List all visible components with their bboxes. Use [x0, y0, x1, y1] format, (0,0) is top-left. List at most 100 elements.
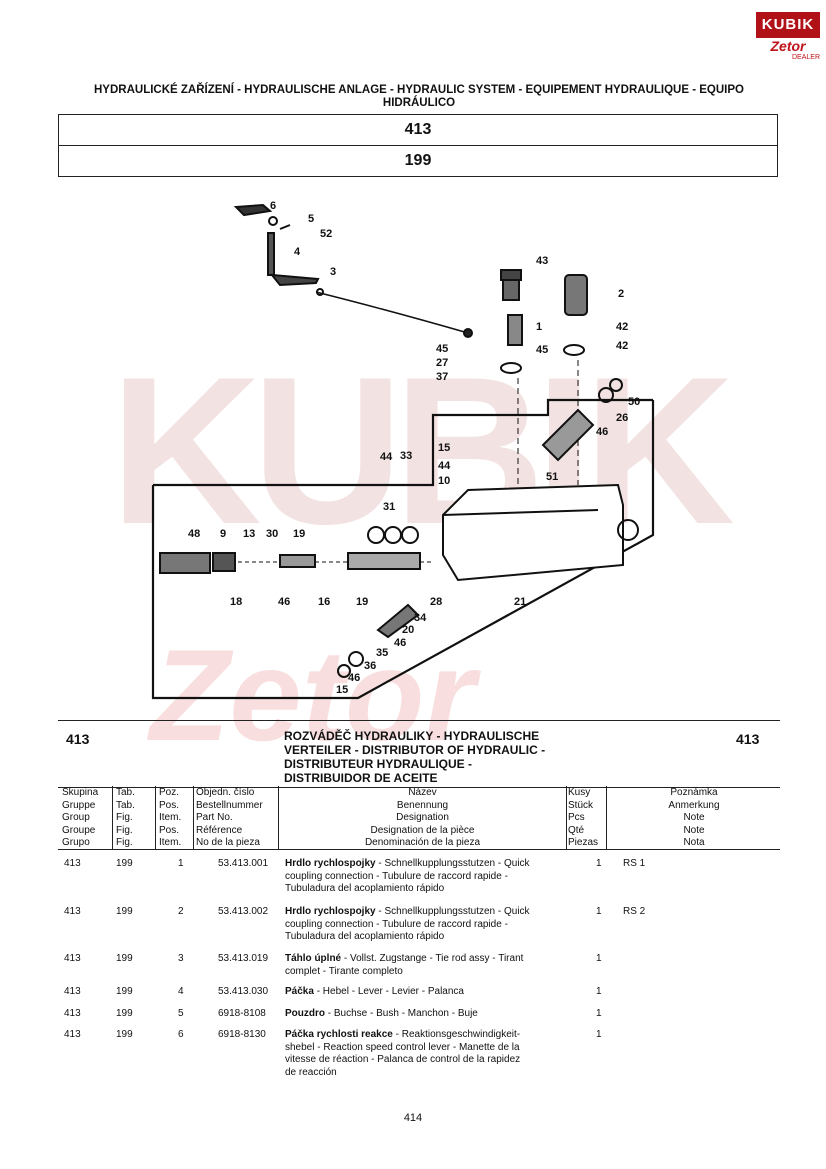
cell-description: Pouzdro - Buchse - Bush - Manchon - Buje [285, 1008, 575, 1021]
callout-26: 26 [58, 185, 70, 188]
col-group-label: Group [62, 812, 90, 824]
page-title: HYDRAULICKÉ ZAŘÍZENÍ - HYDRAULISCHE ANLA… [58, 84, 780, 110]
callout-45: 45 [536, 344, 548, 356]
col-tab-label: Tab. [116, 787, 135, 798]
col-divider [112, 786, 113, 849]
callout-46: 46 [394, 637, 406, 649]
col-divider [278, 786, 279, 849]
col-qty-label: Kusy [568, 787, 591, 798]
cell-group: 413 [64, 953, 81, 964]
col-pos-label: Pos. [159, 799, 180, 811]
table-number: 199 [404, 152, 432, 169]
page-title-line1: HYDRAULICKÉ ZAŘÍZENÍ - HYDRAULISCHE ANLA… [94, 84, 744, 96]
col-group-label: Grupo [62, 837, 90, 849]
col-group-label: Skupina [62, 787, 99, 798]
col-pos-label: Item. [159, 812, 182, 824]
col-pos: Poz. Pos. Item. Pos. Item. [159, 787, 181, 850]
col-pos-label: Poz. [159, 787, 180, 798]
group-number-box: 413 [58, 114, 778, 146]
col-tab-label: Fig. [116, 837, 133, 849]
callout-46: 46 [596, 426, 608, 438]
part-name-bold: Pouzdro [285, 1008, 325, 1019]
desc-line: Hrdlo rychlospojky - Schnellkupplungsstu… [285, 858, 530, 869]
callout-37: 37 [436, 371, 448, 383]
callout-4: 4 [294, 246, 301, 258]
cell-pos: 5 [178, 1008, 184, 1019]
cell-description: Hrdlo rychlospojky - Schnellkupplungsstu… [285, 906, 575, 944]
cell-pos: 3 [178, 953, 184, 964]
col-note-label: Note [683, 812, 705, 824]
part-name-bold: Páčka rychlosti reakce [285, 1029, 393, 1040]
callout-18: 18 [230, 596, 242, 608]
col-part-label: No de la pieza [196, 837, 260, 849]
col-name: Název Benennung Designation Designation … [280, 787, 565, 850]
callout-10: 10 [438, 475, 450, 487]
callout-19: 19 [356, 596, 368, 608]
callout-51: 51 [546, 471, 558, 483]
col-part-label: Part No. [196, 812, 233, 824]
callout-26: 26 [616, 412, 628, 424]
callout-46: 46 [348, 672, 360, 684]
desc-line: shebel - Reaction speed control lever - … [285, 1041, 520, 1053]
col-note-label: Anmerkung [668, 799, 720, 811]
col-qty-label: Pcs [568, 812, 585, 824]
desc-line: vitesse de réaction - Palanca de control… [285, 1054, 521, 1065]
cell-tab: 199 [116, 953, 133, 964]
callout-46: 46 [278, 596, 290, 608]
col-divider [606, 786, 607, 849]
col-group: Skupina Gruppe Group Groupe Grupo [62, 787, 98, 850]
callout-16: 16 [318, 596, 330, 608]
callout-9: 9 [220, 528, 226, 540]
col-tab-label: Tab. [116, 799, 135, 811]
cell-part: 53.413.030 [218, 986, 269, 997]
cell-pos: 4 [178, 986, 184, 997]
callout-21: 21 [514, 596, 526, 608]
col-qty-label: Stück [568, 799, 594, 811]
cell-qty: 1 [596, 1029, 602, 1040]
section-header: 413 ROZVÁDĚČ HYDRAULIKY - HYDRAULISCHE V… [58, 720, 780, 788]
callout-2: 2 [618, 288, 624, 300]
callout-36: 36 [364, 660, 376, 672]
logo-dealer: DEALER [791, 54, 820, 61]
col-divider [193, 786, 194, 849]
cell-group: 413 [64, 1008, 81, 1019]
col-note-label: Note [683, 824, 705, 836]
callout-50: 50 [628, 396, 640, 408]
cell-pos: 2 [178, 906, 184, 917]
logo-zetor: Zetor [770, 38, 806, 54]
table-number-box: 199 [58, 146, 778, 177]
cell-part: 53.413.019 [218, 953, 269, 964]
section-name-line: VERTEILER - DISTRIBUTOR OF HYDRAULIC - [284, 743, 546, 757]
cell-tab: 199 [116, 906, 133, 917]
col-note: Poznámka Anmerkung Note Note Nota [610, 787, 778, 850]
group-number: 413 [404, 121, 432, 138]
callout-35: 35 [376, 647, 388, 659]
column-headers: Skupina Gruppe Group Groupe Grupo Tab. T… [58, 786, 780, 850]
callout-27: 27 [436, 357, 448, 369]
desc-line: Tubuladura del acoplamiento rápido [285, 931, 445, 942]
col-note-label: Nota [683, 837, 705, 849]
cell-pos: 1 [178, 858, 184, 869]
callout-5: 5 [308, 213, 314, 225]
col-tab-label: Fig. [116, 812, 133, 824]
callout-28: 28 [430, 596, 442, 608]
callout-42: 42 [616, 340, 628, 352]
cell-qty: 1 [596, 858, 602, 869]
callout-15: 15 [438, 442, 450, 454]
section-name-line: ROZVÁDĚČ HYDRAULIKY - HYDRAULISCHE [284, 729, 540, 743]
callout-44: 44 [438, 460, 451, 472]
cell-qty: 1 [596, 906, 602, 917]
section-name: ROZVÁDĚČ HYDRAULIKY - HYDRAULISCHE VERTE… [284, 729, 545, 785]
callout-30: 30 [266, 528, 278, 540]
cell-note: RS 2 [623, 906, 646, 917]
callout-33: 33 [400, 450, 412, 462]
callout-52: 52 [320, 228, 332, 240]
col-name-label: Benennung [396, 799, 449, 811]
col-pos-label: Item. [159, 837, 182, 849]
col-part-label: Objedn. číslo [196, 787, 255, 798]
col-part: Objedn. číslo Bestellnummer Part No. Réf… [196, 787, 263, 850]
part-name-bold: Hrdlo rychlospojky [285, 906, 376, 917]
